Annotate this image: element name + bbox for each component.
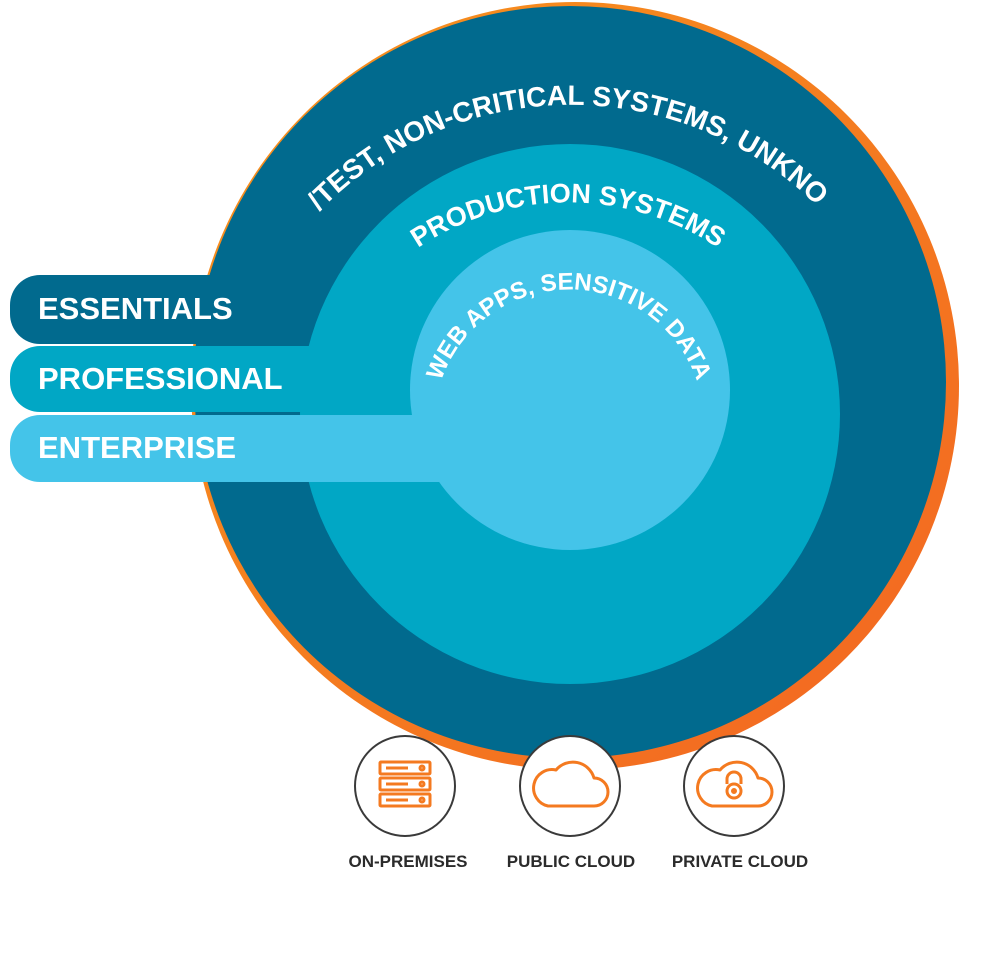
tier-label-essentials: ESSENTIALS [38, 291, 233, 326]
inner-ring [410, 230, 730, 550]
cloud-icon [532, 760, 610, 808]
env-label-on-premises: ON-PREMISES [348, 852, 467, 871]
tier-bar-essentials: ESSENTIALS [10, 275, 300, 344]
tier-label-professional: PROFESSIONAL [38, 361, 283, 396]
env-on-premises: ON-PREMISES [348, 735, 468, 871]
cloud-lock-icon [696, 760, 774, 808]
server-stack-icon [378, 760, 432, 808]
env-public-cloud: PUBLIC CLOUD [507, 735, 635, 871]
tier-bar-professional: PROFESSIONAL [10, 346, 336, 412]
env-private-cloud: PRIVATE CLOUD [672, 735, 808, 871]
env-label-public-cloud: PUBLIC CLOUD [507, 852, 635, 871]
tier-label-enterprise: ENTERPRISE [38, 430, 236, 465]
tier-bar-enterprise: ENTERPRISE [10, 415, 440, 482]
env-label-private-cloud: PRIVATE CLOUD [672, 852, 808, 871]
